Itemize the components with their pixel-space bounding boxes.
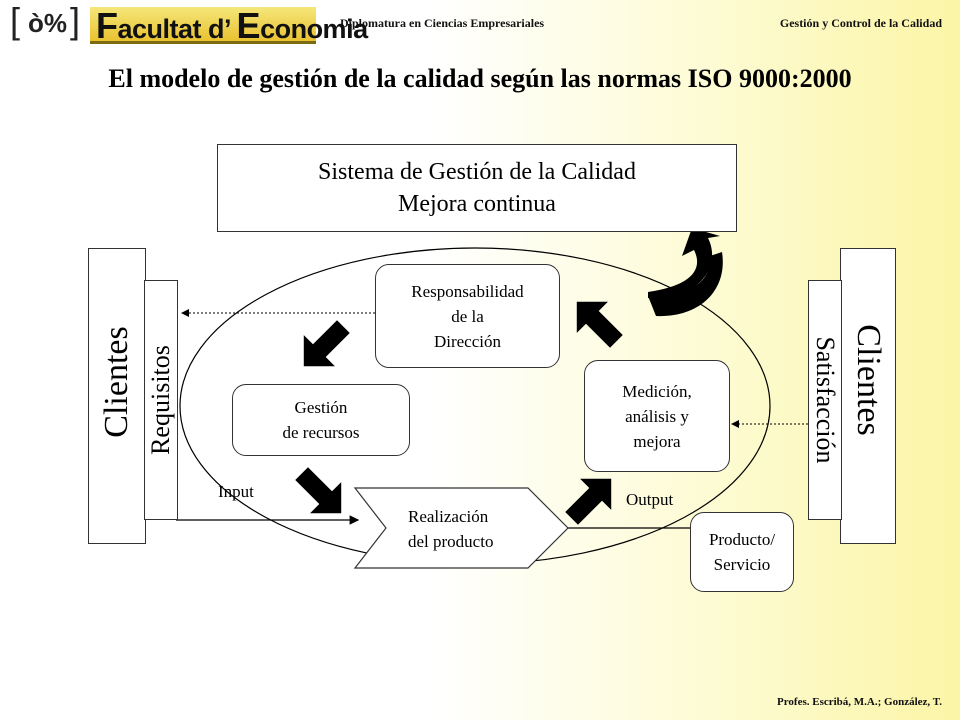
arrow-measurement-to-responsibility	[576, 301, 623, 348]
product-service-box: Producto/ Servicio	[690, 512, 794, 592]
arrow-responsibility-to-resources	[303, 320, 350, 367]
management-responsibility-label: Responsabilidad de la Dirección	[411, 281, 524, 351]
logo-banner	[90, 7, 316, 44]
product-service-label: Producto/ Servicio	[708, 530, 776, 574]
resource-management-box: Gestión de recursos	[232, 384, 410, 456]
clients-right-label: Clientes	[850, 324, 887, 436]
faculty-logo: [ ò% ] Facultat d’ Economia	[6, 0, 368, 46]
realization-shape	[353, 487, 569, 569]
measurement-label: Medición, análisis y mejora	[622, 381, 692, 451]
arrow-realization-to-measurement	[565, 478, 612, 525]
product-realization-label: Realización del producto	[408, 507, 494, 551]
clients-left-bar	[88, 248, 146, 544]
requirements-bar	[144, 280, 178, 520]
clients-left-label: Clientes	[98, 326, 135, 438]
page-title: El modelo de gestión de la calidad según…	[108, 64, 852, 93]
input-label: Input	[218, 482, 254, 501]
logo-wordmark: Facultat d’ Economia	[96, 5, 368, 46]
arrow-resources-to-realization	[295, 467, 342, 514]
requirements-label: Requisitos	[146, 345, 175, 455]
quality-system-title: Sistema de Gestión de la Calidad	[318, 159, 636, 185]
logo-bracket-close: ]	[70, 0, 81, 41]
continuous-improvement-arrow	[648, 228, 723, 317]
quality-system-box: Sistema de Gestión de la Calidad Mejora …	[217, 144, 737, 232]
resource-management-label: Gestión de recursos	[282, 398, 360, 442]
logo-mark: ò%	[28, 8, 67, 38]
program-name: Diplomatura en Ciencias Empresariales	[340, 16, 545, 30]
management-responsibility-box: Responsabilidad de la Dirección	[375, 264, 560, 368]
continuous-improvement-label: Mejora continua	[398, 191, 556, 217]
course-name: Gestión y Control de la Calidad	[779, 16, 942, 30]
authors-footer: Profes. Escribá, M.A.; González, T.	[777, 696, 942, 708]
measurement-box: Medición, análisis y mejora	[584, 360, 730, 472]
logo-bracket-open: [	[10, 0, 21, 41]
satisfaction-label: Satisfacción	[811, 336, 840, 464]
satisfaction-bar	[808, 280, 842, 520]
output-label: Output	[626, 490, 674, 509]
